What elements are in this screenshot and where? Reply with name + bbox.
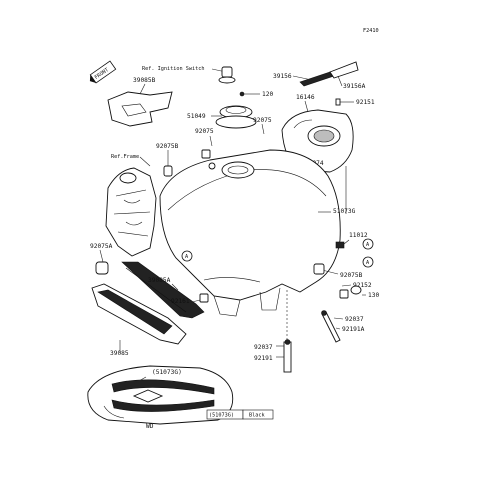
label-92191a: 92191A [342, 326, 365, 333]
inset-tank-decal [87, 365, 234, 425]
legend-color: Black [249, 413, 265, 419]
strip-39156 [299, 61, 359, 87]
label-51073g: 51073G [333, 208, 356, 215]
frame-section [105, 167, 157, 257]
label-92037-bottom: 92037 [254, 344, 273, 351]
label-51049: 51049 [187, 113, 206, 120]
ref-ignition-switch: Ref. Ignition Switch [142, 66, 204, 72]
inset-caption: WD [146, 423, 154, 430]
ignition-knob [218, 66, 236, 84]
legend-code: (51073G) [209, 413, 234, 419]
label-39085a: 39085A [148, 277, 171, 284]
hose-right [321, 310, 341, 343]
label-16146: 16146 [296, 94, 315, 101]
label-92161: 92161 [171, 298, 190, 305]
pad-39085b [107, 91, 173, 127]
figure-code: F2410 [363, 28, 379, 34]
ref-frame: Ref.Frame [111, 154, 139, 160]
hose-bottom [283, 290, 292, 373]
label-92075b-top: 92075B [156, 143, 179, 150]
svg-text:A: A [366, 242, 370, 248]
label-39085b: 39085B [133, 77, 156, 84]
label-92075b-lower: 92075B [340, 272, 363, 279]
marker-a-right-bottom: A [362, 256, 374, 268]
cap-51049 [215, 105, 257, 129]
svg-text:A: A [366, 260, 370, 266]
label-92152: 92152 [353, 282, 372, 289]
label-92151: 92151 [356, 99, 375, 106]
label-130: 130 [368, 292, 379, 299]
marker-a-left: A [181, 250, 193, 262]
label-11012: 11012 [349, 232, 368, 239]
front-marker: FRONT [89, 60, 117, 84]
label-39085: 39085 [110, 350, 129, 357]
label-120: 120 [262, 91, 273, 98]
color-legend: (51073G) Black [206, 409, 274, 420]
svg-text:A: A [185, 254, 189, 260]
marker-a-right-top: A [362, 238, 374, 250]
label-39156: 39156 [273, 73, 292, 80]
label-39156a: 39156A [343, 83, 366, 90]
strip-39085 [91, 283, 187, 345]
label-92191: 92191 [254, 355, 273, 362]
inset-callout: (51073G) [152, 369, 182, 376]
label-92075a: 92075A [90, 243, 113, 250]
label-92075-left: 92075 [195, 128, 214, 135]
fuel-tank [159, 149, 341, 317]
label-92075-right: 92075 [253, 117, 272, 124]
strip-39085a [121, 261, 205, 319]
label-92037-right: 92037 [345, 316, 364, 323]
